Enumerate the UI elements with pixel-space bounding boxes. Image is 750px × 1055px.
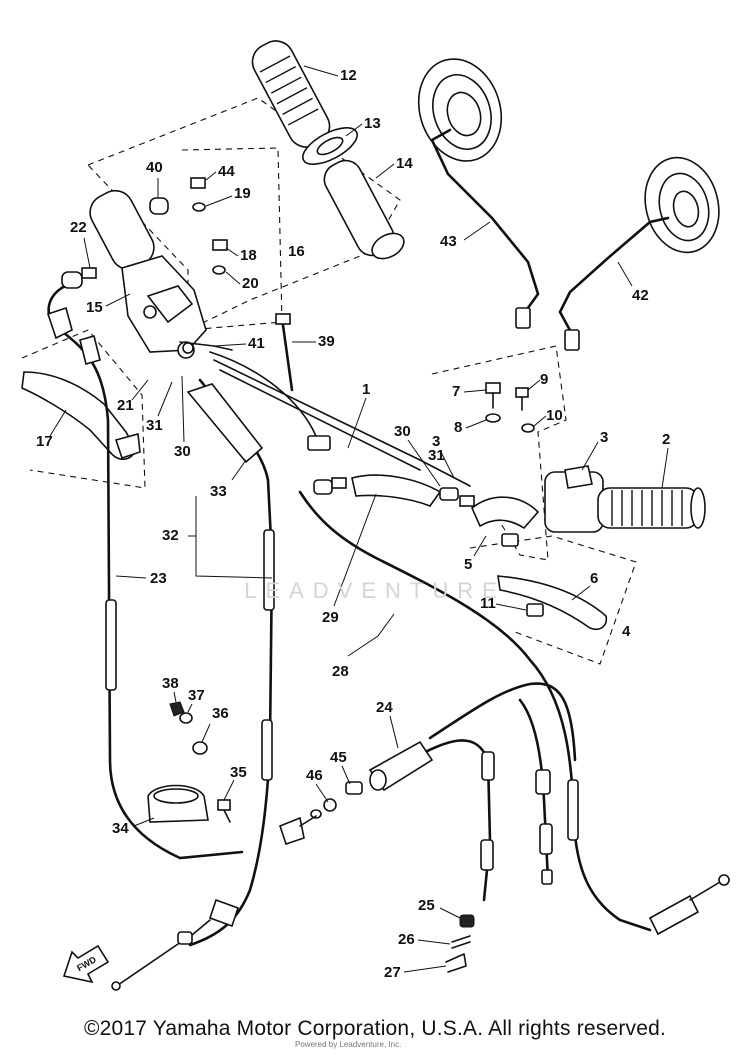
callout-30a: 30 <box>174 443 191 460</box>
callout-labels: 1 2 3 3 4 5 6 7 8 9 10 11 12 13 14 15 16… <box>36 65 670 981</box>
callout-21: 21 <box>117 397 134 414</box>
callout-6: 6 <box>590 570 598 587</box>
callout-39: 39 <box>318 333 335 350</box>
callout-13: 13 <box>364 115 381 132</box>
callout-17: 17 <box>36 433 53 450</box>
callout-31b: 31 <box>428 447 445 464</box>
callout-1: 1 <box>362 381 370 398</box>
callout-41: 41 <box>248 335 265 352</box>
callout-5: 5 <box>464 556 472 573</box>
callout-42: 42 <box>632 287 649 304</box>
callout-16: 16 <box>288 243 305 260</box>
callout-19: 19 <box>234 185 251 202</box>
callout-10: 10 <box>546 407 563 424</box>
callout-36: 36 <box>212 705 229 722</box>
callout-26: 26 <box>398 931 415 948</box>
carb-small-parts <box>445 914 475 973</box>
callout-29: 29 <box>322 609 339 626</box>
callout-32: 32 <box>162 527 179 544</box>
callout-40: 40 <box>146 159 163 176</box>
clutch-holder <box>89 177 228 359</box>
callout-28: 28 <box>332 663 349 680</box>
callout-9: 9 <box>540 371 548 388</box>
copyright-notice: ©2017 Yamaha Motor Corporation, U.S.A. A… <box>83 1017 667 1040</box>
callout-4: 4 <box>622 623 631 640</box>
callout-31a: 31 <box>146 417 163 434</box>
callout-44: 44 <box>218 163 235 180</box>
callout-23: 23 <box>150 570 167 587</box>
left-mirror <box>417 58 540 329</box>
parts-diagram: 1 2 3 3 4 5 6 7 8 9 10 11 12 13 14 15 16… <box>21 40 730 991</box>
callout-25: 25 <box>418 897 435 914</box>
callout-35: 35 <box>230 764 247 781</box>
callout-27: 27 <box>384 964 401 981</box>
fwd-arrow: FWD <box>62 944 110 984</box>
callout-45: 45 <box>330 749 347 766</box>
callout-46: 46 <box>306 767 323 784</box>
callout-2: 2 <box>662 431 670 448</box>
callout-11: 11 <box>480 595 496 612</box>
callout-8: 8 <box>454 419 462 436</box>
callout-7: 7 <box>452 383 460 400</box>
callout-34: 34 <box>112 820 129 837</box>
callout-24: 24 <box>376 699 393 716</box>
callout-3a: 3 <box>600 429 608 446</box>
callout-15: 15 <box>86 299 103 316</box>
callout-20: 20 <box>242 275 259 292</box>
left-grip <box>251 40 405 260</box>
credit-text: Powered by Leadventure, Inc. <box>295 1040 402 1049</box>
right-mirror <box>558 156 720 351</box>
callout-14: 14 <box>396 155 413 172</box>
callout-30b: 30 <box>394 423 411 440</box>
cable-clamp <box>147 701 231 823</box>
callout-22: 22 <box>70 219 87 236</box>
callout-18: 18 <box>240 247 257 264</box>
callout-33: 33 <box>210 483 227 500</box>
watermark: LEADVENTURE <box>244 578 506 603</box>
lever-bolts <box>485 382 535 433</box>
callout-12: 12 <box>340 67 357 84</box>
right-throttle-grip <box>544 465 706 533</box>
callout-38: 38 <box>162 675 179 692</box>
front-brake-lever <box>471 496 608 631</box>
callout-37: 37 <box>188 687 205 704</box>
callout-3b: 3 <box>432 433 440 450</box>
callout-43: 43 <box>440 233 457 250</box>
